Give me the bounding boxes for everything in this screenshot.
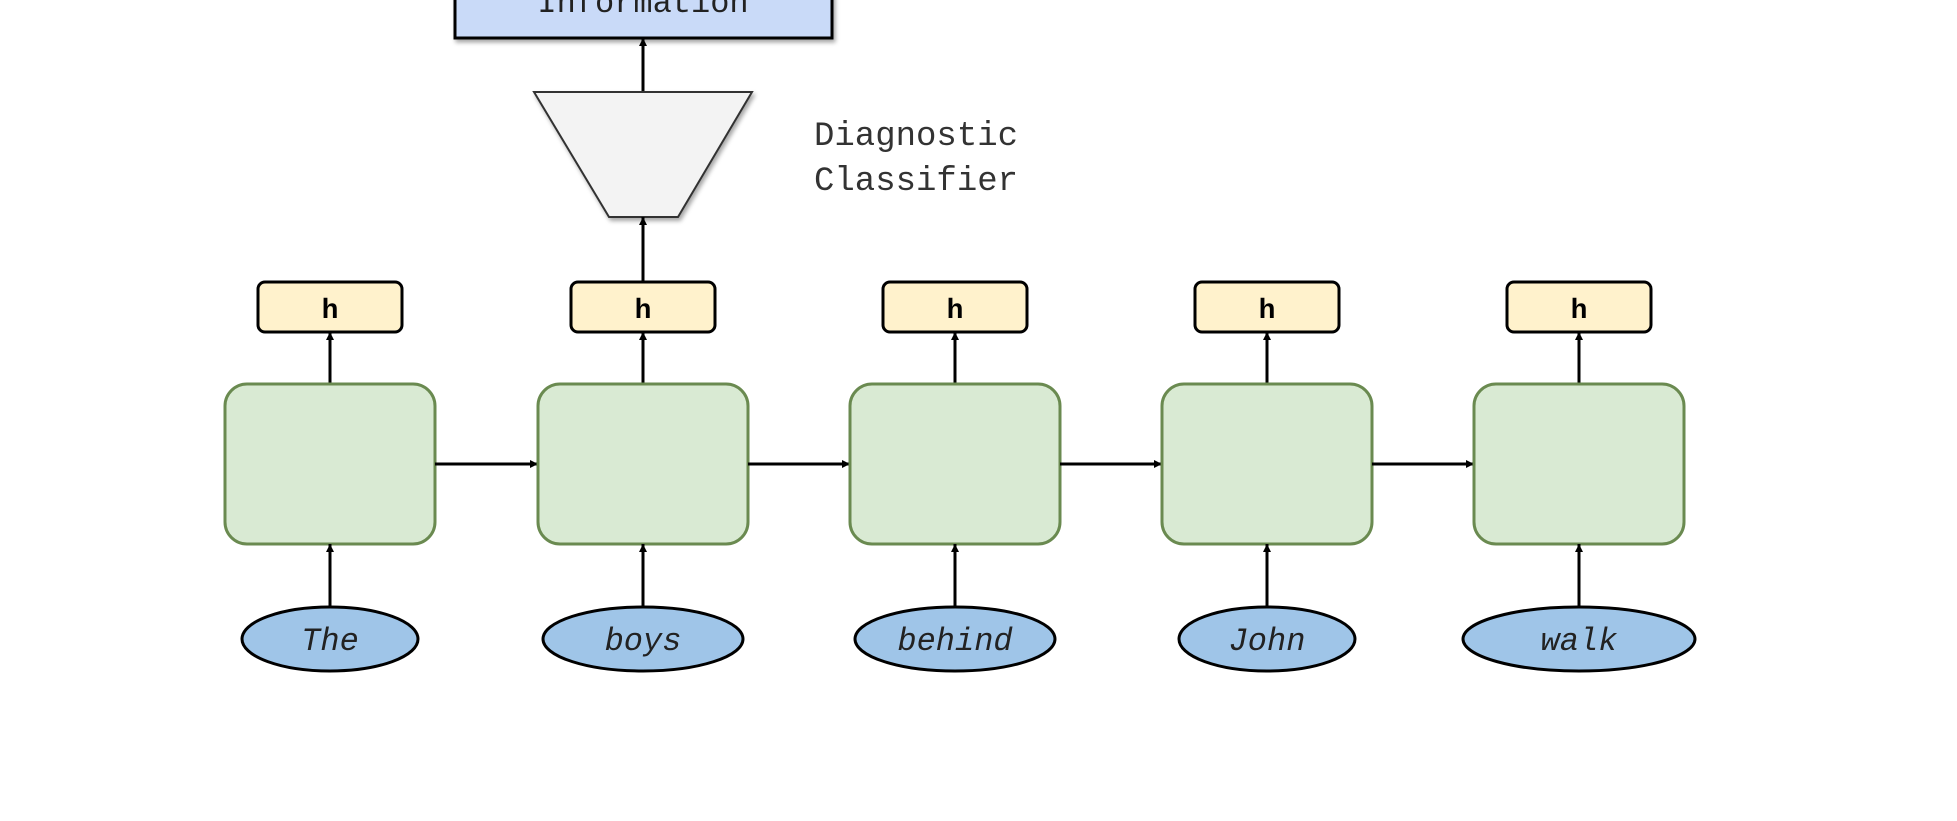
rnn-cell (536, 382, 750, 546)
information-box: Information (453, 0, 834, 40)
token-label: behind (897, 623, 1013, 660)
token-label: The (301, 623, 359, 660)
timestep-3: h behind (848, 280, 1162, 673)
information-box-rect (453, 0, 834, 40)
token-oval (1461, 605, 1697, 673)
token-oval (541, 605, 745, 673)
hidden-state-label: h (947, 296, 964, 327)
hidden-state-label: h (1259, 296, 1276, 327)
information-label: Information (537, 0, 748, 22)
diagnostic-classifier-shape (532, 91, 754, 218)
token-oval (853, 605, 1057, 673)
hidden-state-label: h (635, 296, 652, 327)
token-label: boys (605, 623, 682, 660)
hidden-state-label: h (322, 296, 339, 327)
token-oval (240, 605, 420, 673)
rnn-cell (1160, 382, 1374, 546)
classifier-label-line1: Diagnostic (814, 118, 1018, 156)
rnn-cell (848, 382, 1062, 546)
hidden-state-label: h (1571, 296, 1588, 327)
token-label: John (1229, 623, 1306, 660)
classifier-label-line2: Classifier (814, 163, 1018, 201)
rnn-cell (1472, 382, 1686, 546)
timestep-5: h walk (1461, 280, 1697, 673)
timestep-2: h boys (536, 280, 850, 673)
rnn-cell (223, 382, 437, 546)
token-label: walk (1541, 623, 1618, 660)
token-oval (1177, 605, 1357, 673)
